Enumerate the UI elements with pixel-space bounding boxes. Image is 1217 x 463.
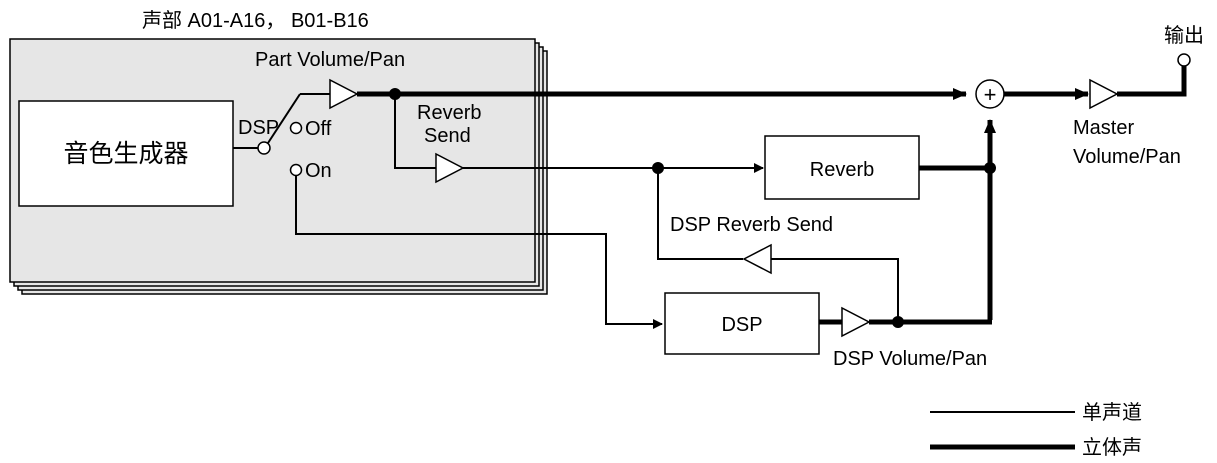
reverb-send-amp	[435, 152, 465, 184]
reverb-send-label-line2: Send	[424, 125, 471, 147]
master-label-line1: Master	[1073, 117, 1134, 139]
parts-header-label: 声部 A01-A16， B01-B16	[142, 9, 369, 32]
output-label: 输出	[1164, 24, 1204, 47]
master-volume-pan-amp	[1089, 78, 1119, 110]
dsp-volume-pan-amp	[841, 306, 871, 338]
switch-off-label: Off	[305, 118, 332, 140]
dsp-reverb-send-label: DSP Reverb Send	[670, 214, 833, 236]
dsp-volume-pan-label: DSP Volume/Pan	[833, 348, 987, 370]
mixer-plus: +	[984, 82, 997, 107]
reverb-block	[764, 135, 920, 200]
legend-stereo-label: 立体声	[1082, 436, 1142, 459]
junction-dot-dsp-out	[892, 316, 904, 328]
switch-off-terminal	[289, 121, 303, 135]
switch-common-terminal	[257, 141, 271, 155]
switch-blade	[267, 93, 301, 144]
reverb-block-label: Reverb	[810, 159, 874, 181]
reverb-send-label-line1: Reverb	[417, 102, 481, 124]
dsp-reverb-send-amp	[742, 243, 772, 275]
output-terminal	[1177, 53, 1191, 67]
dsp-block-label: DSP	[721, 314, 762, 336]
dsp-switch-label: DSP	[238, 117, 279, 139]
master-label-line2: Volume/Pan	[1073, 146, 1181, 168]
switch-on-label: On	[305, 160, 332, 182]
part-volume-pan-label: Part Volume/Pan	[255, 49, 405, 71]
part-volume-pan-amp	[329, 78, 359, 110]
switch-on-terminal	[289, 163, 303, 177]
tone-generator-label: 音色生成器	[63, 139, 188, 168]
legend-mono-label: 单声道	[1082, 401, 1142, 424]
tone-generator-box	[18, 100, 234, 207]
